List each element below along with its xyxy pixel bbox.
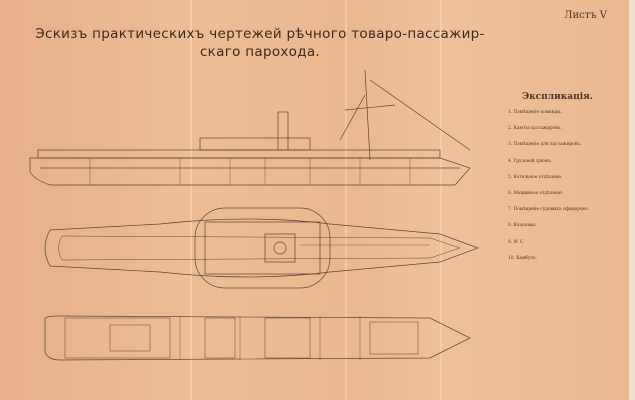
legend-item: 5. Котельное отдѣленіе. <box>508 174 563 180</box>
fold-line <box>345 0 347 400</box>
legend-item: 3. Помѣщеніе для пассажировъ. <box>508 142 582 148</box>
legend-item: 10. Камбузъ. <box>508 255 537 261</box>
fold-line <box>190 0 192 400</box>
legend-item: 8. Кладовая. <box>508 223 537 229</box>
title-line-2: скаго парохода. <box>199 44 321 60</box>
hold-plan <box>44 315 471 361</box>
legend: Экспликація. 1. Помѣщеніе команды. 2. Ка… <box>500 92 630 270</box>
deck-plan <box>44 207 480 289</box>
legend-item: 4. Грузовой трюмъ. <box>508 158 553 164</box>
legend-item: 9. W. C. <box>508 239 525 245</box>
title-line-1: Эскизъ практическихъ чертежей рѣчного то… <box>35 26 485 42</box>
legend-item: 6. Машинное отдѣленіе. <box>508 190 564 196</box>
legend-item: 2. Каюты пассажировъ. <box>508 126 562 132</box>
legend-heading: Экспликація. <box>522 92 593 102</box>
side-elevation <box>29 69 471 186</box>
fold-line <box>440 0 442 400</box>
legend-item: 1. Помѣщеніе команды. <box>508 110 562 115</box>
sheet-label: Листъ V <box>564 10 607 21</box>
page-edge <box>629 0 635 400</box>
legend-item: 7. Помѣщеніе судовыхъ офицеровъ. <box>508 207 589 213</box>
